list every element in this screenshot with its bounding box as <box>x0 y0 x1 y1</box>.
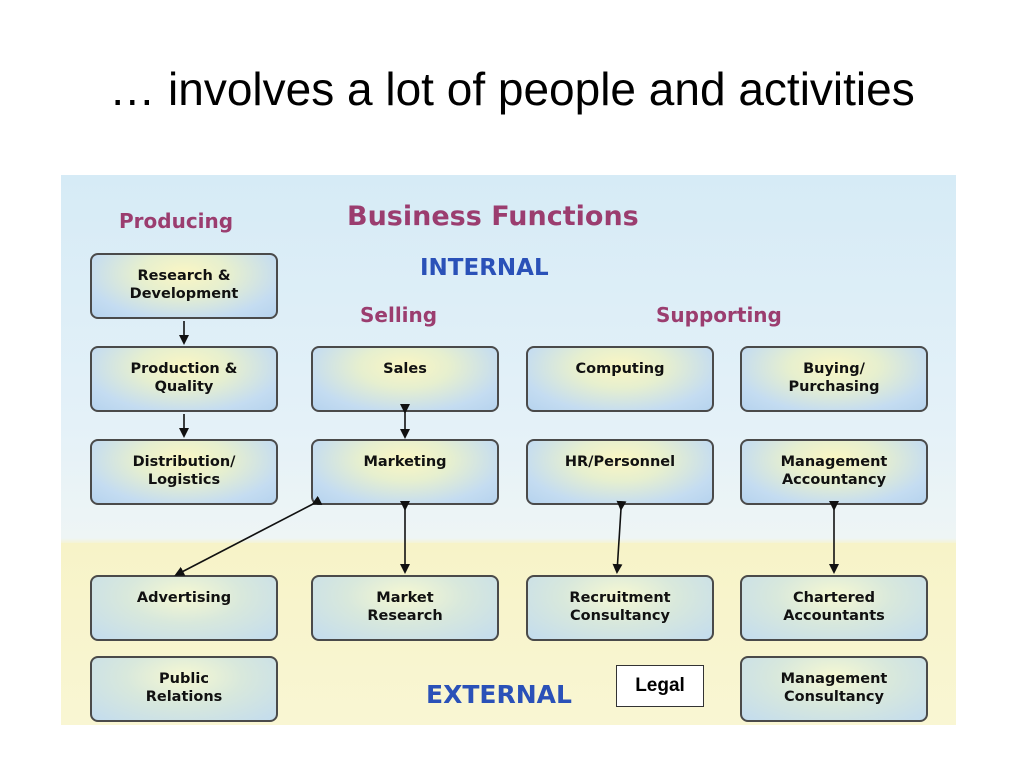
box-advertising: Advertising <box>90 575 278 641</box>
internal-label: INTERNAL <box>420 255 549 281</box>
box-market-research: Market Research <box>311 575 499 641</box>
heading-supporting: Supporting <box>656 303 782 327</box>
legal-box: Legal <box>616 665 704 707</box>
slide-title: … involves a lot of people and activitie… <box>109 63 915 115</box>
box-marketing: Marketing <box>311 439 499 505</box>
box-research-development: Research & Development <box>90 253 278 319</box>
diagram-title: Business Functions <box>347 201 639 232</box>
box-distribution-logistics: Distribution/ Logistics <box>90 439 278 505</box>
box-buying-purchasing: Buying/ Purchasing <box>740 346 928 412</box>
box-chartered-accountants: Chartered Accountants <box>740 575 928 641</box>
connector-arrows <box>174 321 839 576</box>
box-hr-personnel: HR/Personnel <box>526 439 714 505</box>
box-sales: Sales <box>311 346 499 412</box>
heading-selling: Selling <box>360 303 438 327</box>
arrow-hr-recruitment <box>612 500 627 574</box>
box-production-quality: Production & Quality <box>90 346 278 412</box>
heading-producing: Producing <box>119 209 234 233</box>
box-management-consultancy: Management Consultancy <box>740 656 928 722</box>
business-functions-diagram: Producing Business Functions INTERNAL Se… <box>61 175 956 725</box>
box-recruitment-consultancy: Recruitment Consultancy <box>526 575 714 641</box>
arrow-marketing-advertising <box>174 495 323 576</box>
box-computing: Computing <box>526 346 714 412</box>
box-public-relations: Public Relations <box>90 656 278 722</box>
external-label: EXTERNAL <box>426 680 572 709</box>
